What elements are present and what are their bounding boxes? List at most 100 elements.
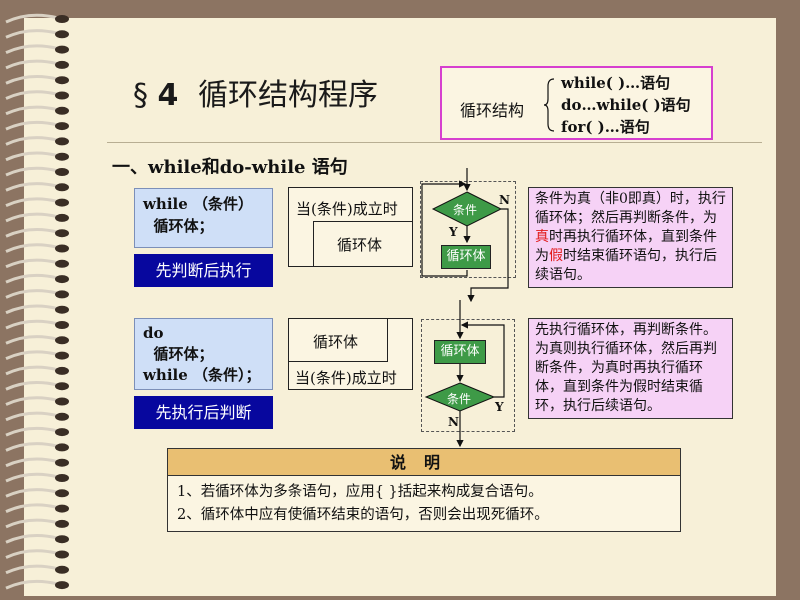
binding-hole — [55, 259, 69, 268]
summary-label: 循环结构 — [460, 101, 525, 120]
spiral-ring — [5, 289, 59, 299]
dowhile-flow-no-label: N — [448, 415, 459, 429]
while-flow-body: 循环体 — [441, 245, 491, 269]
binding-hole — [55, 351, 69, 360]
title-divider — [107, 142, 762, 143]
spiral-ring — [5, 151, 59, 162]
spiral-ring — [5, 518, 59, 529]
spiral-ring — [5, 335, 59, 345]
dowhile-description: 先执行循环体，再判断条件。为真则执行循环体，然后再判断条件，为真时再执行循环体，… — [528, 318, 733, 419]
spiral-ring — [5, 44, 59, 54]
spiral-ring — [5, 488, 59, 498]
while-ns-body-box — [313, 221, 413, 267]
dowhile-code-line2: 循环体； — [143, 345, 214, 363]
section-mark: § — [133, 78, 148, 113]
while-code-line1: while （条件） — [143, 195, 253, 213]
spiral-ring — [5, 380, 59, 391]
spiral-ring — [5, 166, 59, 177]
dowhile-flowchart-lines — [424, 300, 505, 448]
spiral-ring — [5, 457, 59, 468]
spiral-ring — [5, 304, 59, 315]
spiral-ring — [5, 120, 59, 131]
spiral-ring — [5, 533, 59, 544]
while-desc-false: 假 — [549, 248, 563, 264]
spiral-ring — [5, 29, 59, 39]
spiral-ring — [5, 411, 59, 422]
spiral-ring — [5, 549, 59, 559]
while-code-box: while （条件） 循环体； — [134, 188, 273, 248]
summary-item-for: for( )…语句 — [561, 118, 650, 136]
notes-body: 1、若循环体为多条语句，应用{ }括起来构成复合语句。 2、循环体中应有使循环结… — [167, 476, 681, 532]
dowhile-ns-condition: 当(条件)成立时 — [295, 369, 397, 387]
binding-hole — [55, 412, 69, 421]
while-flowchart-frame — [420, 181, 516, 278]
spiral-ring — [5, 426, 59, 437]
while-ns-condition: 当(条件)成立时 — [296, 200, 398, 218]
binding-hole — [55, 122, 69, 131]
title-text: 循环结构程序 — [197, 78, 378, 113]
spiral-ring — [5, 243, 59, 253]
section-number: 4 — [157, 78, 179, 113]
summary-item-while: while( )…语句 — [561, 74, 671, 92]
spiral-binding — [5, 13, 69, 590]
binding-hole — [55, 550, 69, 559]
spiral-ring — [5, 273, 59, 284]
dowhile-flow-yes-label: Y — [495, 400, 504, 414]
binding-hole — [55, 91, 69, 100]
page-title: § 4 循环结构程序 — [133, 70, 378, 114]
binding-hole — [55, 565, 69, 574]
binding-hole — [55, 519, 69, 528]
while-flow-no-label: N — [499, 193, 510, 207]
binding-hole — [55, 428, 69, 437]
notes-header: 说明 — [167, 448, 681, 476]
dowhile-flowchart-frame — [421, 319, 515, 432]
spiral-ring — [5, 350, 59, 360]
dowhile-badge: 先执行后判断 — [134, 396, 273, 429]
while-flow-yes-label: Y — [449, 225, 458, 239]
while-description: 条件为真（非0即真）时，执行循环体；然后再判断条件，为真时再执行循环体，直到条件… — [528, 187, 733, 288]
spiral-ring — [5, 503, 59, 513]
binding-hole — [55, 397, 69, 406]
binding-hole — [55, 76, 69, 85]
dowhile-ns-body: 循环体 — [313, 333, 359, 351]
while-badge: 先判断后执行 — [134, 254, 273, 287]
binding-hole — [55, 15, 69, 23]
binding-hole — [55, 30, 69, 39]
binding-hole — [55, 60, 69, 69]
binding-hole — [55, 45, 69, 54]
binding-hole — [55, 198, 69, 207]
spiral-ring — [5, 90, 59, 100]
dowhile-flow-body: 循环体 — [434, 340, 486, 364]
spiral-ring — [5, 13, 59, 24]
spiral-ring — [5, 182, 59, 192]
spiral-ring — [5, 564, 59, 575]
binding-hole — [55, 336, 69, 345]
binding-hole — [55, 581, 69, 590]
binding-hole — [55, 183, 69, 192]
binding-hole — [55, 504, 69, 513]
binding-hole — [55, 137, 69, 146]
while-desc-true: 真 — [535, 229, 549, 245]
spiral-ring — [5, 74, 59, 85]
while-ns-body: 循环体 — [337, 236, 383, 254]
binding-hole — [55, 244, 69, 253]
subtitle: 一、while和do-while 语句 — [112, 157, 348, 178]
while-flow-condition: 条件 — [453, 203, 478, 217]
spiral-ring — [5, 365, 59, 376]
spiral-ring — [5, 59, 59, 70]
dowhile-ns-body-box — [288, 318, 388, 362]
note-item-2: 2、循环体中应有使循环结束的语句，否则会出现死循环。 — [177, 507, 549, 523]
binding-hole — [55, 321, 69, 329]
binding-hole — [55, 382, 69, 391]
binding-hole — [55, 535, 69, 544]
binding-hole — [55, 474, 69, 482]
brace-icon — [543, 78, 555, 132]
dowhile-code-box: do 循环体； while （条件）； — [134, 318, 273, 390]
spiral-ring — [5, 227, 59, 238]
spiral-ring — [5, 472, 59, 483]
note-item-1: 1、若循环体为多条语句，应用{ }括起来构成复合语句。 — [177, 484, 543, 500]
binding-hole — [55, 168, 69, 176]
spiral-ring — [5, 136, 59, 146]
dowhile-code-line1: do — [143, 324, 164, 342]
